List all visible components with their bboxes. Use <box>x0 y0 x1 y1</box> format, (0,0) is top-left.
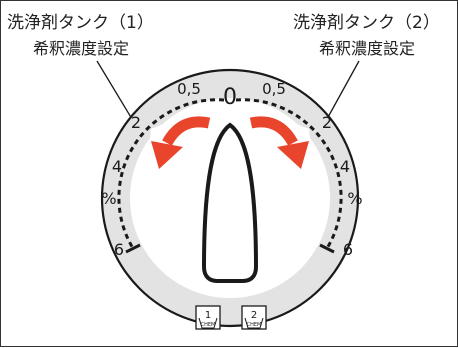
right-tank-title: 洗浄剤タンク（2） <box>293 13 440 33</box>
left-rotate-arrow-icon <box>151 116 211 169</box>
knob-pointer[interactable] <box>201 122 259 283</box>
left-tank-title: 洗浄剤タンク（1） <box>7 13 154 33</box>
svg-text:CHEM: CHEM <box>247 322 262 328</box>
right-scale-2: 2 <box>322 113 332 132</box>
right-scale-percent: % <box>347 189 362 208</box>
center-zero-label: 0 <box>223 85 237 110</box>
left-leader-line <box>96 60 133 120</box>
left-scale-half: 0,5 <box>177 80 201 98</box>
left-tank-subtitle: 希釈濃度設定 <box>33 39 130 58</box>
left-scale-4: 4 <box>112 157 122 176</box>
right-leader-line <box>326 60 360 120</box>
right-tank-subtitle: 希釈濃度設定 <box>319 39 416 58</box>
left-scale-percent: % <box>101 189 116 208</box>
right-scale-half: 0,5 <box>262 80 286 98</box>
chem-1-icon: 1 CHEM <box>195 305 221 330</box>
chem-2-icon: 2 CHEM <box>241 305 267 330</box>
svg-text:CHEM: CHEM <box>201 322 216 328</box>
right-rotate-arrow-icon <box>249 116 309 169</box>
right-scale-arc <box>235 98 343 251</box>
right-scale-4: 4 <box>340 157 350 176</box>
left-end-tick <box>125 243 141 254</box>
left-scale-6: 6 <box>114 240 124 259</box>
right-end-tick <box>319 243 335 254</box>
left-scale-2: 2 <box>131 113 141 132</box>
svg-text:2: 2 <box>251 310 257 321</box>
right-scale-6: 6 <box>343 240 353 259</box>
left-scale-arc <box>117 98 225 251</box>
svg-text:1: 1 <box>205 310 211 321</box>
